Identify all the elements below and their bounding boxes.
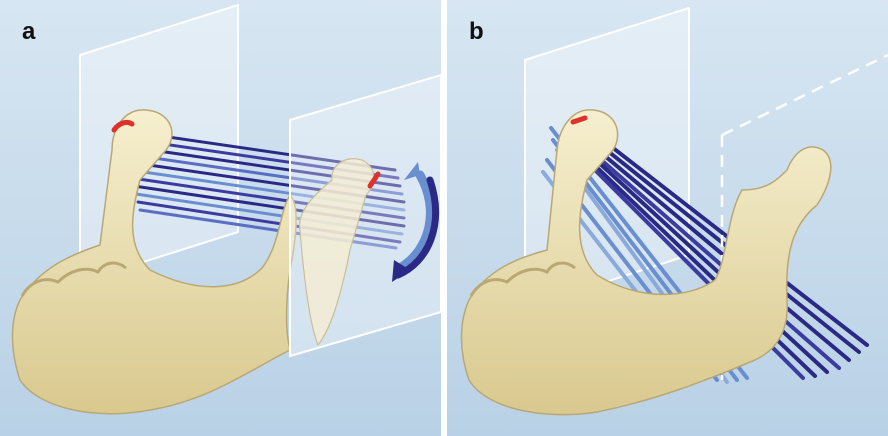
- panel-a: a: [0, 0, 441, 436]
- panel-b-illustration: [447, 0, 888, 436]
- panel-label-b: b: [469, 18, 484, 46]
- panel-label-a: a: [22, 18, 35, 46]
- panel-b: b: [447, 0, 888, 436]
- panel-a-illustration: [0, 0, 441, 436]
